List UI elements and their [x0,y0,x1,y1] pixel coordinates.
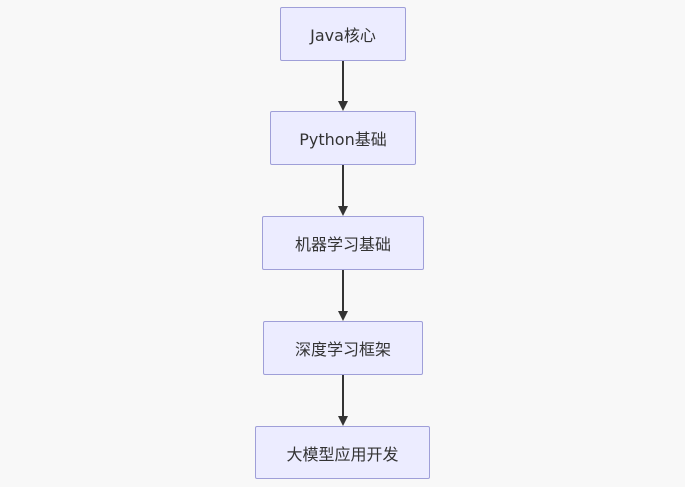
flow-node-llm-app-dev: 大模型应用开发 [255,426,430,479]
flow-node-label: Java核心 [310,26,376,45]
edge-line [342,375,344,417]
edge-line [342,61,344,102]
flow-node-label: 机器学习基础 [294,235,391,254]
flow-edge [337,375,349,426]
flow-node-label: 深度学习框架 [294,340,391,359]
flow-node-java-core: Java核心 [280,7,406,61]
arrowhead-down-icon [337,101,348,111]
flow-edge [337,165,349,216]
arrowhead-down-icon [337,416,348,426]
edge-line [342,270,344,312]
arrowhead-down-icon [337,206,348,216]
arrowhead-down-icon [337,311,348,321]
flow-node-label: 大模型应用开发 [286,444,399,464]
flow-node-ml-basics: 机器学习基础 [262,216,424,270]
flow-node-python-basics: Python基础 [270,111,416,165]
edge-line [342,165,344,207]
flow-edge [337,61,349,111]
flow-node-dl-frameworks: 深度学习框架 [263,321,423,375]
flow-edge [337,270,349,321]
flow-node-label: Python基础 [299,130,387,149]
